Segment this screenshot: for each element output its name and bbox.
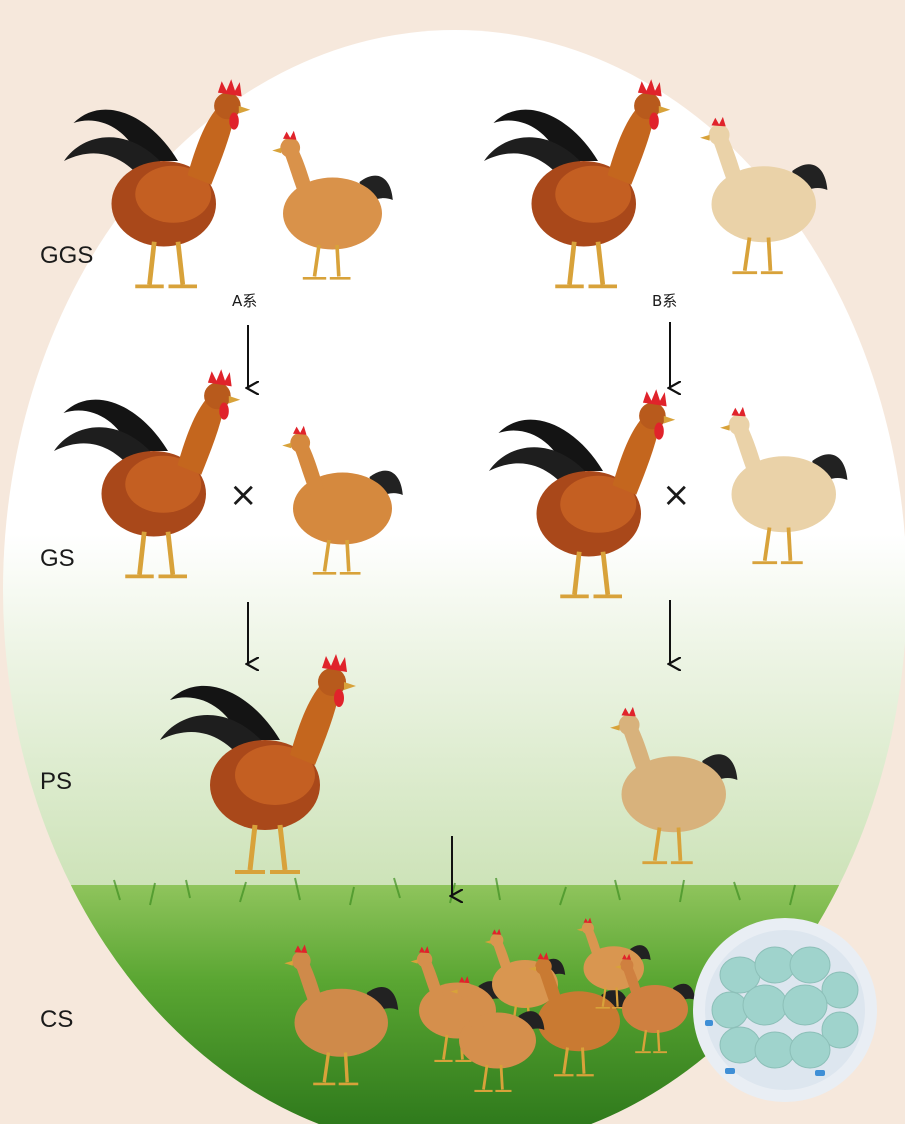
- line-label-a: A系: [232, 290, 257, 311]
- generation-label-ps: PS: [40, 768, 72, 796]
- cross-symbol: ×: [229, 478, 258, 512]
- line-label-b: B系: [652, 290, 677, 311]
- generation-label-gs: GS: [40, 545, 75, 573]
- generation-label-ggs: GGS: [40, 242, 93, 270]
- generation-label-cs: CS: [40, 1006, 73, 1034]
- egg-basket-icon: [693, 918, 877, 1102]
- cross-symbol: ×: [662, 478, 691, 512]
